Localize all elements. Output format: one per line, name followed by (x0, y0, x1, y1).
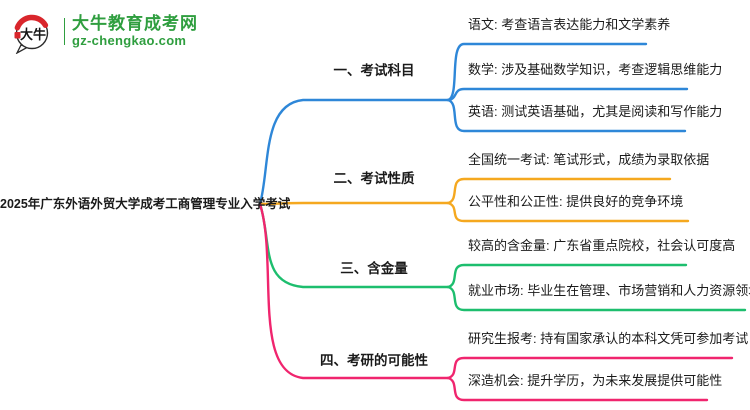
branch-line-exam-subjects (258, 98, 450, 206)
leaf-line-fairness (446, 201, 690, 223)
logo: 大牛 大牛教育成考网 gz-chengkao.com (10, 8, 198, 54)
branch-line-exam-nature (258, 201, 450, 206)
leaf-line-math (446, 87, 689, 102)
leaf-line-job-market (446, 285, 747, 312)
leaf-job-market: 就业市场: 毕业生在管理、市场营销和人力资源领域具竞争力 (468, 283, 750, 298)
leaf-english: 英语: 测试英语基础，尤其是阅读和写作能力 (468, 104, 723, 119)
leaf-national-exam: 全国统一考试: 笔试形式，成绩为录取依据 (468, 152, 710, 167)
logo-url: gz-chengkao.com (72, 33, 187, 48)
leaf-line-further-study (446, 376, 709, 402)
central-topic: 2025年广东外语外贸大学成考工商管理专业入学考试 (0, 197, 291, 211)
logo-icon-text: 大牛 (20, 27, 46, 42)
branch-label-exam-nature: 二、考试性质 (333, 171, 415, 186)
leaf-line-chinese (446, 42, 648, 102)
leaf-line-high-value (446, 263, 688, 289)
branch-label-postgrad: 四、考研的可能性 (320, 353, 428, 368)
logo-title: 大牛教育成考网 (72, 14, 198, 33)
leaf-line-national-exam (446, 177, 672, 205)
leaf-line-postgrad-apply (446, 356, 734, 380)
red-seal (14, 32, 21, 39)
leaf-postgrad-apply: 研究生报考: 持有国家承认的本科文凭可参加考试 (468, 331, 749, 346)
leaf-math: 数学: 涉及基础数学知识，考查逻辑思维能力 (468, 62, 723, 77)
daniu-logo-icon: 大牛 (14, 14, 49, 54)
leaf-high-value: 较高的含金量: 广东省重点院校，社会认可度高 (468, 238, 736, 253)
leaf-line-english (446, 98, 687, 133)
red-arc (14, 14, 49, 31)
leaf-further-study: 深造机会: 提升学历，为未来发展提供可能性 (468, 373, 723, 388)
leaf-fairness: 公平性和公正性: 提供良好的竞争环境 (468, 194, 684, 209)
branch-label-exam-subjects: 一、考试科目 (333, 63, 415, 78)
logo-divider (64, 17, 65, 45)
leaf-chinese: 语文: 考查语言表达能力和文学素养 (468, 17, 671, 32)
branch-line-postgrad (258, 202, 450, 380)
branch-label-value: 三、含金量 (340, 261, 408, 276)
